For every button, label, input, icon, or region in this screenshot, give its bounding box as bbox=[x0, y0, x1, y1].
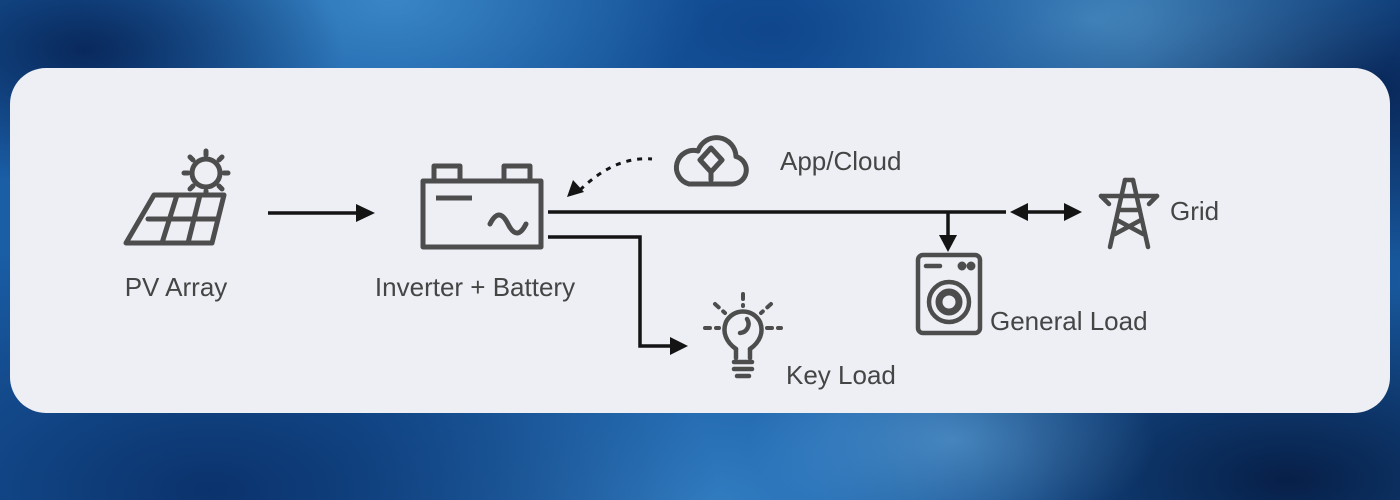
inverter-battery-icon bbox=[416, 158, 548, 254]
key-load-label: Key Load bbox=[786, 360, 896, 390]
key-load-icon bbox=[695, 286, 791, 390]
grid-label: Grid bbox=[1170, 196, 1220, 226]
general-load-icon bbox=[913, 250, 985, 338]
app-cloud-label: App/Cloud bbox=[780, 146, 902, 176]
pv-array-label: PV Array bbox=[124, 272, 228, 302]
app-cloud-icon bbox=[660, 114, 762, 202]
inverter-battery-label: Inverter + Battery bbox=[374, 272, 576, 302]
grid-icon bbox=[1093, 172, 1165, 250]
diagram-panel bbox=[10, 68, 1390, 413]
pv-array-icon bbox=[120, 143, 244, 257]
general-load-label: General Load bbox=[990, 306, 1148, 336]
